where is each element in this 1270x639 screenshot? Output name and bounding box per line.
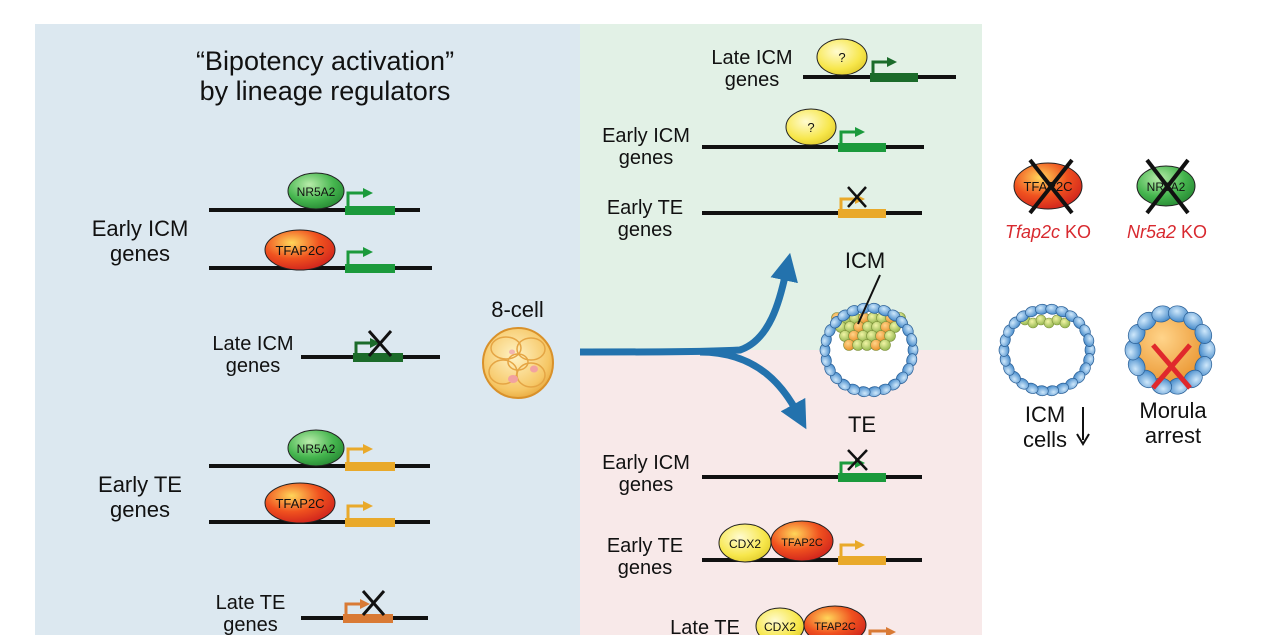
outer-cell — [1194, 323, 1213, 344]
left-early-icm-genes-label: Early ICM genes — [80, 216, 200, 266]
left-early-te-line-2: genes — [110, 496, 170, 522]
te-cdx2-label-1: CDX2 — [729, 537, 761, 551]
left-early-te-gene-2 — [209, 482, 430, 527]
icm-branch-early-te-block-x-icon — [847, 186, 867, 208]
icm-unknown-factor-label-1: ? — [838, 50, 845, 65]
icm-pointer-line — [857, 274, 881, 325]
te-branch-early-icm-line-2: genes — [618, 474, 674, 497]
icm-cell — [884, 330, 896, 342]
icm-branch-early-te-label: Early TE genes — [592, 197, 698, 242]
left-early-icm-line-1: Early ICM — [91, 216, 189, 241]
icm-branch-early-te-line-2: genes — [617, 219, 673, 242]
icm-branch-late-icm-line-1: Late ICM — [711, 47, 793, 69]
icm-branch-late-icm-label: Late ICM genes — [700, 47, 804, 92]
eight-cell-embryo — [482, 327, 554, 399]
morula-arrest-cross-line-2 — [1151, 343, 1192, 390]
tfap2c-ko-cross-icon — [1028, 158, 1074, 215]
left-early-te-gene-1 — [209, 429, 430, 471]
left-early-te-genes-label: Early TE genes — [80, 472, 200, 522]
te-branch-early-te-line-2: genes — [617, 557, 673, 580]
te-branch-early-te-label: Early TE genes — [592, 535, 698, 580]
left-late-te-gene — [301, 599, 428, 623]
left-late-icm-block-x-icon — [367, 330, 393, 357]
left-late-te-line-1: Late TE — [215, 592, 286, 614]
icm-cells-line-2: cells — [1022, 426, 1067, 452]
te-tfap2c-label-1: TFAP2C — [781, 537, 823, 549]
te-tfap2c-label-2: TFAP2C — [814, 621, 856, 633]
tfap2c-ko-factor — [1013, 162, 1083, 210]
icm-branch-early-icm-gene — [702, 108, 924, 152]
te-label: TE — [847, 412, 877, 437]
left-late-icm-gene — [301, 338, 440, 362]
te-cdx2-label-2: CDX2 — [764, 620, 796, 634]
figure-title: “Bipotency activation” by lineage regula… — [150, 46, 500, 106]
left-late-te-block-x-icon — [361, 590, 386, 616]
left-late-te-line-2: genes — [223, 614, 278, 637]
te-branch-early-icm-line-1: Early ICM — [602, 452, 690, 474]
te-branch-early-icm-label: Early ICM genes — [592, 452, 700, 497]
morula-arrest-label: Morula arrest — [1118, 398, 1228, 448]
te-branch-late-te-gene — [755, 605, 896, 635]
left-early-icm-gene-1 — [209, 172, 420, 215]
icm-branch-early-te-line-1: Early TE — [606, 197, 684, 219]
left-late-te-genes-label: Late TE genes — [203, 592, 298, 637]
left-late-icm-genes-label: Late ICM genes — [203, 333, 303, 378]
lineage-branch-arrow — [579, 252, 807, 430]
morula-body — [1130, 310, 1210, 390]
icm-cell — [879, 339, 891, 351]
morula-arrest-embryo — [1124, 305, 1216, 395]
icm-branch-early-icm-line-2: genes — [618, 147, 674, 170]
te-branch-early-te-gene — [702, 520, 922, 565]
icm-branch-late-icm-gene — [803, 38, 956, 82]
ko-blastocyst-cavity — [1004, 309, 1090, 391]
left-early-icm-line-2: genes — [110, 240, 170, 266]
figure-title-line-1: “Bipotency activation” — [195, 46, 455, 76]
blastocyst-illustration — [819, 302, 919, 398]
icm-unknown-factor-label-2: ? — [807, 120, 814, 135]
te-panel-background — [580, 350, 982, 635]
icm-cells-down-arrowhead — [1076, 433, 1090, 446]
icm-branch-early-icm-label: Early ICM genes — [592, 125, 700, 170]
left-late-icm-line-2: genes — [225, 355, 281, 378]
ko-tfap2c-factor-label: TFAP2C — [1023, 179, 1072, 194]
ko-blastocyst-icm-reduced — [998, 303, 1096, 397]
left-late-icm-line-1: Late ICM — [212, 333, 294, 355]
left-early-icm-gene-2 — [209, 229, 432, 273]
figure-title-line-2: by lineage regulators — [199, 76, 451, 107]
nr5a2-ko-label: Nr5a2 KO — [1127, 222, 1207, 242]
left-tfap2c-label-1: TFAP2C — [275, 243, 324, 258]
icm-branch-early-icm-line-1: Early ICM — [602, 125, 690, 147]
nr5a2-ko-cross-icon — [1145, 158, 1190, 215]
left-early-te-line-1: Early TE — [98, 472, 182, 497]
left-panel-background — [35, 24, 580, 635]
te-cell — [906, 333, 918, 347]
icm-label: ICM — [844, 248, 886, 273]
morula-arrest-line-2: arrest — [1144, 422, 1202, 448]
icm-cells-label: ICM cells — [1010, 402, 1080, 452]
te-branch-late-te-label: Late TE — [670, 617, 740, 639]
left-tfap2c-label-2: TFAP2C — [275, 496, 324, 511]
icm-cell — [1059, 317, 1071, 329]
te-branch-early-te-line-1: Early TE — [606, 535, 684, 557]
left-nr5a2-label-2: NR5A2 — [297, 442, 336, 456]
eight-cell-label: 8-cell — [491, 297, 544, 322]
morula-arrest-line-1: Morula — [1139, 398, 1207, 423]
tfap2c-ko-label: Tfap2c KO — [1005, 222, 1091, 242]
icm-cells-line-1: ICM — [1024, 402, 1066, 427]
te-branch-early-icm-block-x-icon — [847, 449, 868, 471]
icm-branch-late-icm-line-2: genes — [724, 69, 780, 92]
te-cell — [1083, 333, 1095, 347]
left-nr5a2-label-1: NR5A2 — [297, 185, 336, 199]
